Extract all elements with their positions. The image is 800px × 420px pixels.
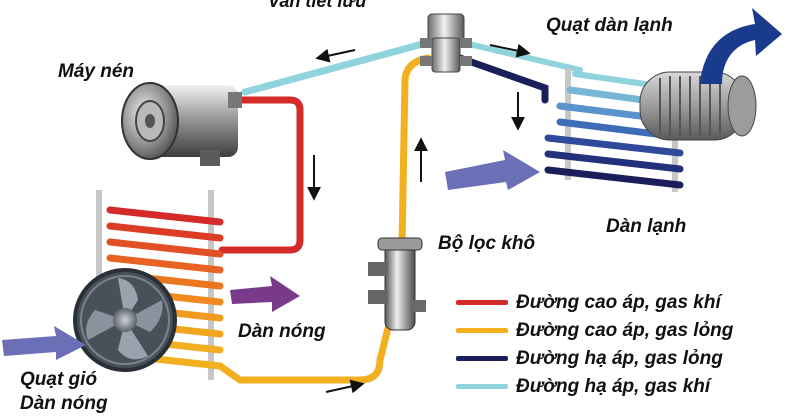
legend-label: Đường cao áp, gas lỏng [516,320,734,341]
legend-label: Đường hạ áp, gas lỏng [516,348,723,369]
hot-air-arrow-icon [230,276,300,312]
condenser-fan-icon [73,268,177,372]
legend-swatch [456,300,508,305]
legend-label: Đường hạ áp, gas khí [516,376,711,397]
flow-direction-arrow [489,43,531,58]
evaporator-fan-label: Quạt dàn lạnh [546,15,673,36]
evaporator-fan-icon [639,71,757,141]
legend-swatch [456,356,508,361]
flow-direction-arrow [325,379,365,394]
receiver-dryer-label: Bộ lọc khô [438,233,536,254]
high-pressure-liquid-pipe-2 [398,54,432,249]
airflow-into-condenser-icon [2,326,86,360]
condenser-fan-label-line2: Dàn nóng [20,393,108,414]
low-pressure-liquid-pipe [456,54,549,104]
legend-swatch [456,328,508,333]
compressor-label: Máy nén [58,61,135,82]
high-pressure-gas-pipe [218,96,304,254]
expansion-valve-icon [420,13,472,73]
expansion-valve-label: Van tiết lưu [268,0,367,11]
condenser-label: Dàn nóng [238,321,326,342]
compressor-icon [121,82,242,166]
condenser-fan-label-line1: Quạt gió [20,369,98,390]
low-pressure-gas-pipe [241,38,434,96]
flow-direction-arrow [315,48,356,63]
airflow-into-evaporator-icon [445,150,540,190]
receiver-dryer-icon [368,237,426,331]
cold-air-arrow-icon [700,8,782,84]
legend-swatch [456,384,508,389]
legend-label: Đường cao áp, gas khí [516,292,721,313]
evaporator-label: Dàn lạnh [606,216,687,237]
